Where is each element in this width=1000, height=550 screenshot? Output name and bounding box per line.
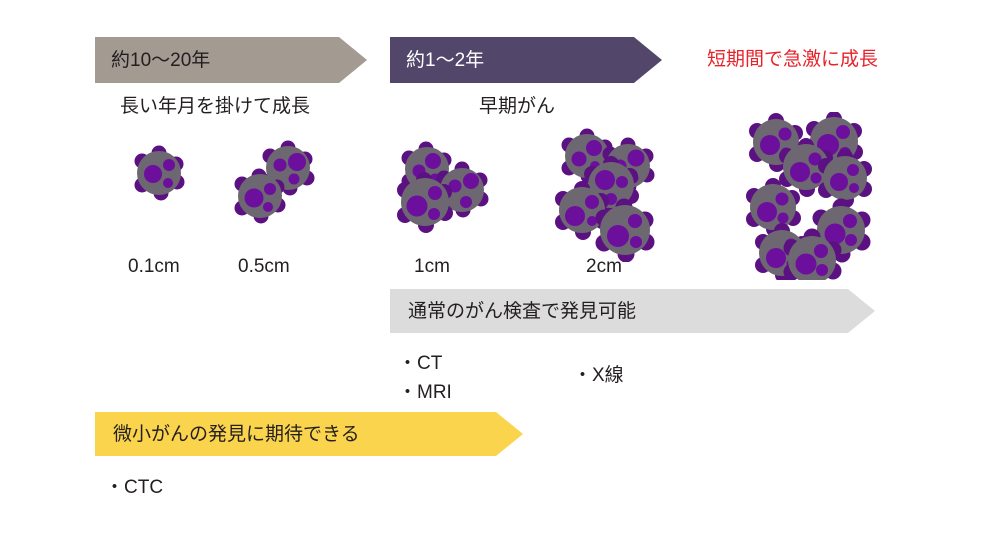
banner-micro-detection-shape: [95, 412, 523, 456]
bullet-ctc: ・CTC: [105, 477, 164, 498]
banner-period-long-label: 約10〜20年: [111, 49, 211, 71]
size-label-0-1cm: 0.1cm: [128, 256, 180, 277]
tumor-cluster-0-1cm: [134, 145, 185, 201]
banner-period-short: 約1〜2年: [390, 37, 662, 83]
tumor-cluster-2cm: [555, 128, 655, 262]
banner-period-short-label: 約1〜2年: [406, 49, 485, 71]
banner-standard-screening-label: 通常のがん検査で発見可能: [408, 300, 637, 322]
banner-period-long-shape: [95, 37, 367, 83]
bullet-ct: ・CT: [398, 353, 443, 374]
tumor-cluster-1cm: [397, 141, 489, 233]
tumor-cluster-0-5cm: [234, 140, 315, 224]
size-label-2cm: 2cm: [586, 256, 622, 277]
banner-standard-screening: 通常のがん検査で発見可能: [390, 289, 875, 333]
size-label-0-5cm: 0.5cm: [238, 256, 290, 277]
caption-slow-growth: 長い年月を掛けて成長: [120, 96, 311, 117]
banner-period-short-shape: [390, 37, 662, 83]
banner-micro-detection: 微小がんの発見に期待できる: [95, 412, 523, 456]
bullet-xray: ・X線: [573, 365, 624, 386]
tumor-cluster-large: [746, 112, 872, 280]
caption-early-cancer: 早期がん: [479, 96, 556, 117]
banner-micro-detection-label: 微小がんの発見に期待できる: [113, 423, 360, 445]
size-label-1cm: 1cm: [414, 256, 450, 277]
bullet-mri: ・MRI: [398, 382, 452, 403]
banner-period-long: 約10〜20年: [95, 37, 367, 83]
banner-standard-screening-shape: [390, 289, 875, 333]
caption-rapid-growth: 短期間で急激に成長: [707, 49, 879, 70]
